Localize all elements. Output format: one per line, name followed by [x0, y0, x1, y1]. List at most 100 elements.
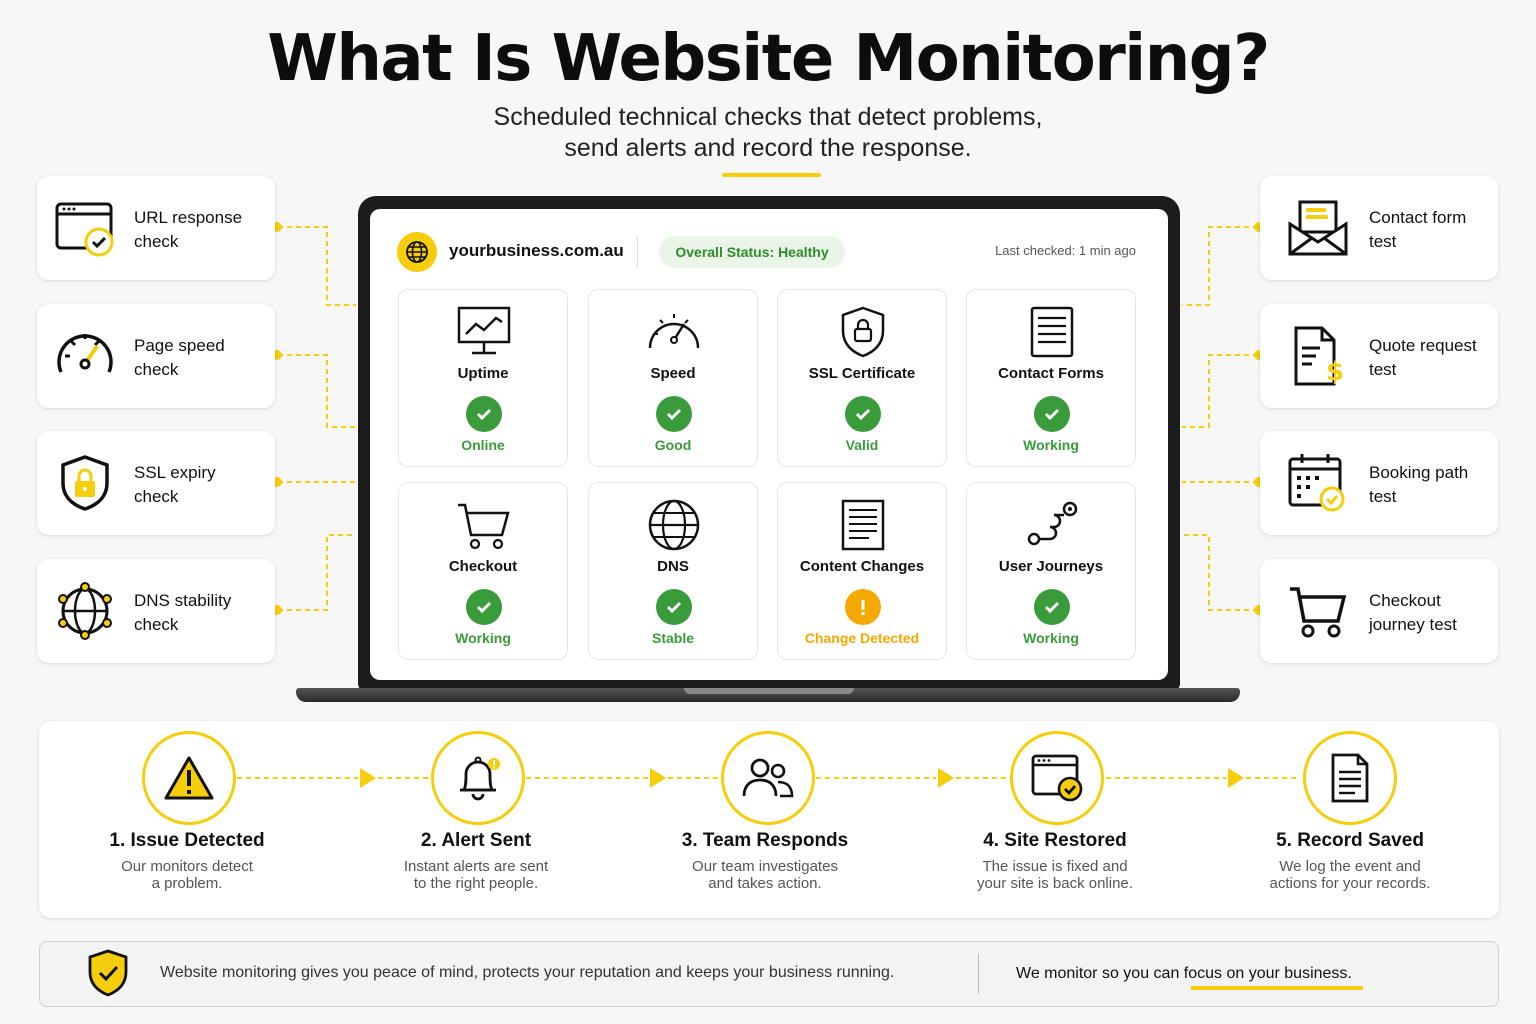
site-domain: yourbusiness.com.au: [449, 241, 624, 260]
shield-lock-icon: [841, 306, 885, 358]
status-tile-speed: Speed Good: [588, 289, 758, 467]
tile-name: Contact Forms: [998, 365, 1104, 382]
check-circle-icon: [1034, 589, 1070, 625]
envelope-icon: [1288, 200, 1348, 256]
tile-name: Checkout: [448, 558, 518, 575]
footer-divider: [978, 954, 979, 994]
tile-name: Uptime: [457, 365, 509, 382]
step-alert-sent: [431, 731, 525, 825]
subtitle-line-2: send alerts and record the response.: [564, 134, 972, 162]
document-icon: [1331, 753, 1369, 803]
document-dollar-icon: $: [1294, 326, 1344, 387]
monitor-chart-icon: [457, 306, 511, 355]
warning-triangle-icon: [164, 756, 214, 800]
check-circle-icon: [466, 396, 502, 432]
overall-status-badge: Overall Status: Healthy: [659, 236, 845, 268]
footer-banner: [39, 941, 1499, 1007]
step-title: 2. Alert Sent: [420, 830, 532, 851]
tile-name: User Journeys: [998, 558, 1104, 575]
tile-status: Working: [455, 630, 511, 646]
tile-name: SSL Certificate: [808, 365, 916, 382]
cart-icon: [458, 503, 510, 550]
document-icon: [841, 499, 885, 551]
browser-check-icon: [1031, 754, 1083, 802]
tile-name: DNS: [657, 558, 689, 575]
check-circle-icon: [656, 396, 692, 432]
browser-check-icon: [55, 202, 114, 257]
shield-lock-icon: [61, 455, 109, 511]
status-tile-checkout: Checkout Working: [398, 482, 568, 660]
status-tile-user-journeys: User Journeys Working: [966, 482, 1136, 660]
check-circle-icon: [1034, 396, 1070, 432]
site-globe-badge: [397, 232, 437, 272]
tile-status: Working: [1023, 437, 1079, 453]
tile-status: Valid: [845, 437, 879, 453]
title-underline: [722, 173, 821, 177]
footer-tagline: We monitor so you can focus on your busi…: [1016, 965, 1352, 982]
step-title: 4. Site Restored: [983, 830, 1127, 851]
globe-icon: [406, 241, 428, 263]
step-issue-detected: [142, 731, 236, 825]
tile-status: Change Detected: [804, 630, 920, 646]
header-divider: [637, 236, 638, 268]
subtitle-line-1: Scheduled technical checks that detect p…: [493, 103, 1043, 131]
process-arrows: [237, 768, 1300, 788]
page-title: What Is Website Monitoring?: [267, 22, 1270, 96]
tile-status: Working: [1023, 630, 1079, 646]
check-circle-icon: [845, 396, 881, 432]
tagline-highlight: focus on your business.: [1183, 965, 1352, 982]
step-title: 3. Team Responds: [681, 830, 849, 851]
tile-name: Content Changes: [799, 558, 925, 575]
globe-icon: [648, 499, 700, 551]
network-globe-icon: [58, 582, 112, 640]
page-subtitle: Scheduled technical checks that detect p…: [0, 102, 1536, 164]
speedometer-icon: [57, 334, 113, 373]
tile-status: Good: [654, 437, 692, 453]
status-tile-dns: DNS Stable: [588, 482, 758, 660]
cart-icon: [1290, 587, 1347, 638]
team-icon: [742, 758, 794, 798]
speedometer-icon: [648, 314, 700, 349]
last-checked-timestamp: Last checked: 1 min ago: [995, 243, 1136, 258]
step-title: 5. Record Saved: [1276, 830, 1424, 851]
svg-text:$: $: [1326, 357, 1344, 387]
laptop-notch: [684, 688, 854, 694]
status-tile-ssl: SSL Certificate Valid: [777, 289, 947, 467]
shield-check-icon: [88, 949, 128, 997]
step-title: 1. Issue Detected: [109, 830, 265, 851]
tagline-underline: [1191, 986, 1363, 990]
status-tile-uptime: Uptime Online: [398, 289, 568, 467]
check-circle-icon: [656, 589, 692, 625]
warning-circle-icon: [845, 589, 881, 625]
calendar-check-icon: [1288, 454, 1345, 512]
status-tile-contact-forms: Contact Forms Working: [966, 289, 1136, 467]
journey-path-icon: [1027, 501, 1078, 546]
status-tile-content-changes: Content Changes Change Detected: [777, 482, 947, 660]
bell-icon: [460, 756, 500, 801]
footer-message: Website monitoring gives you peace of mi…: [160, 964, 895, 981]
form-icon: [1030, 306, 1074, 358]
tile-status: Stable: [651, 630, 694, 646]
tile-status: Online: [461, 437, 505, 453]
tile-name: Speed: [650, 365, 696, 382]
step-team-responds: [721, 731, 815, 825]
